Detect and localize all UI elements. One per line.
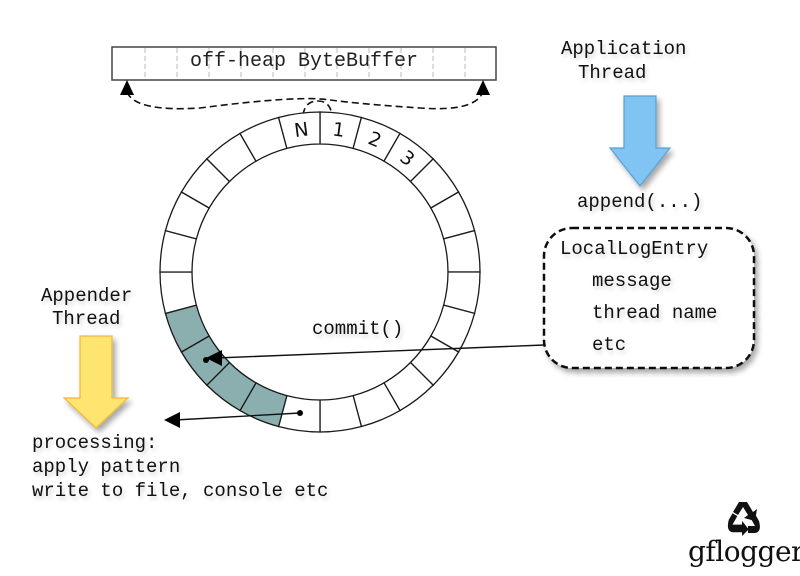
commit-arrowhead (206, 350, 222, 366)
appender-thread-title-1: Appender (41, 285, 133, 307)
ring-segment (159, 271, 198, 315)
log-entry-field: thread name (592, 302, 718, 324)
processing-line: apply pattern (32, 456, 181, 478)
recycle-icon (727, 502, 760, 537)
ring-slot-label: N (293, 118, 310, 142)
log-entry-box (542, 226, 756, 370)
commit-arrow (215, 344, 545, 359)
application-thread-arrow (608, 95, 672, 187)
append-call-label: append(...) (577, 191, 703, 213)
processing-arrowhead (164, 412, 180, 428)
processing-arrow (174, 412, 301, 421)
buffer-mapping-arrows (126, 91, 484, 116)
buffer-label: off-heap ByteBuffer (190, 50, 419, 73)
ring-segment (319, 394, 363, 433)
arrowhead-right (476, 80, 490, 95)
ring-segment (277, 111, 321, 150)
application-thread-title-2: Thread (578, 62, 647, 84)
ring-slot-label: 1 (331, 119, 346, 142)
processing-line: write to file, console etc (32, 480, 329, 502)
commit-label: commit() (312, 318, 404, 340)
log-entry-title: LocalLogEntry (560, 238, 709, 260)
application-thread-title-1: Application (561, 38, 687, 60)
appender-thread-arrow (62, 335, 130, 429)
ring-segment (442, 229, 481, 273)
arrowhead-left (120, 80, 134, 95)
offheap-bytebuffer (111, 46, 497, 81)
processing-line: processing: (32, 432, 158, 454)
processing-source-dot (297, 410, 303, 416)
log-entry-field: message (592, 270, 672, 292)
commit-target-dot (203, 357, 209, 363)
gflogger-logo-text: gflogger (688, 535, 800, 568)
log-entry-field: etc (592, 334, 627, 356)
appender-thread-title-2: Thread (52, 308, 121, 330)
